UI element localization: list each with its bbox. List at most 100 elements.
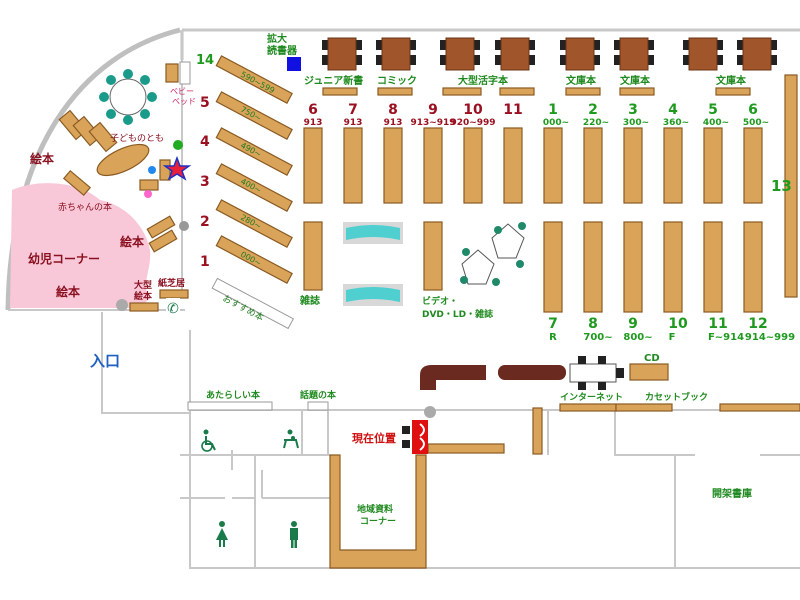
ehon-top-label: 絵本 — [30, 151, 54, 166]
bunko3-label: 文庫本 — [716, 74, 747, 87]
woman-restroom-icon — [216, 521, 228, 547]
reader-label-1: 拡大 — [267, 32, 287, 45]
local-materials-label-1: 地域資料 — [357, 503, 393, 515]
green-num-5: 5 — [708, 102, 718, 118]
service-counter — [420, 365, 486, 390]
outer-walls — [5, 27, 800, 569]
reader-label-2: 読書器 — [267, 44, 298, 57]
green-range-6: 500~ — [743, 118, 769, 128]
green-range-3: 300~ — [623, 118, 649, 128]
green-range-2: 220~ — [583, 118, 609, 128]
phone-icon — [166, 298, 180, 316]
diag-num-2: 2 — [200, 214, 210, 230]
red-num-6: 6 — [308, 102, 318, 118]
red-num-10: 10 — [463, 102, 483, 118]
star-icon — [162, 155, 192, 181]
diag-num-3: 3 — [200, 174, 210, 190]
service-counter-2 — [498, 365, 566, 380]
section-top-shelves — [322, 87, 751, 96]
green-dot — [173, 140, 183, 150]
bunko2-label: 文庫本 — [620, 74, 651, 87]
green-range-4: 360~ — [663, 118, 689, 128]
bottom-shelves — [187, 401, 800, 569]
ehon-mid-label: 絵本 — [120, 234, 144, 249]
reading-tables — [322, 37, 777, 71]
cassette-label: カセットブック — [645, 391, 708, 403]
bottom-num-11: 11 — [708, 316, 727, 332]
youji-label: 幼児コーナー — [28, 251, 100, 266]
oogata-ehon-label-2: 絵本 — [134, 290, 153, 302]
av-booths — [460, 222, 526, 286]
diag-num-5: 5 — [200, 95, 210, 111]
green-num-4: 4 — [668, 102, 678, 118]
kodomonotomo-label: 子どものとも — [110, 133, 164, 144]
green-range-5: 400~ — [703, 118, 729, 128]
red-range-8: 913 — [384, 118, 403, 128]
bottom-num-12: 12 — [748, 316, 767, 332]
bottom-num-10: 10 — [668, 316, 688, 332]
bottom-range-10: F — [669, 332, 676, 343]
pillar-dot-3 — [424, 406, 436, 418]
oogata-ehon-label-1: 大型 — [134, 279, 152, 291]
svg-text:✆: ✆ — [167, 301, 179, 317]
baby-bed-label-2: ベッド — [172, 97, 196, 106]
topical-books-label: 話題の本 — [300, 389, 337, 401]
bottom-num-9: 9 — [628, 316, 638, 332]
shelf-13-label: 13 — [771, 177, 792, 195]
blue-dot — [148, 166, 156, 174]
closed-stacks-label: 開架書庫 — [712, 487, 752, 500]
red-range-6: 913 — [304, 118, 323, 128]
magnifier-reader — [287, 57, 301, 71]
bottom-range-11: F~914 — [708, 332, 744, 343]
entrance-label: 入口 — [90, 352, 120, 370]
upper-vertical-shelves — [303, 74, 798, 298]
red-num-7: 7 — [348, 102, 358, 118]
red-range-9: 913~919 — [410, 118, 455, 128]
cd-label: CD — [644, 353, 660, 364]
bottom-num-7: 7 — [548, 316, 558, 332]
video-label-2: DVD・LD・雑誌 — [422, 308, 493, 320]
pillar-dot-2 — [116, 299, 128, 311]
diag-num-14: 14 — [196, 53, 214, 68]
magazine-label: 雑誌 — [299, 294, 320, 307]
kamishibai-label: 紙芝居 — [158, 277, 185, 289]
green-num-3: 3 — [628, 102, 638, 118]
pink-dot — [144, 190, 152, 198]
bunko1-label: 文庫本 — [566, 74, 597, 87]
pillar-dot — [179, 221, 189, 231]
baby-changing-icon — [283, 429, 299, 449]
bottom-range-9: 800~ — [623, 332, 652, 343]
new-books-label: あたらしい本 — [206, 389, 261, 401]
baby-bed-label-1: ベビー — [170, 87, 194, 96]
red-range-10: 920~999 — [450, 118, 495, 128]
cd-area — [569, 356, 669, 390]
current-position-label: 現在位置 — [352, 431, 396, 445]
green-num-6: 6 — [748, 102, 758, 118]
lower-vertical-shelves — [303, 221, 763, 313]
diagonal-shelves — [211, 55, 294, 330]
man-restroom-icon — [290, 521, 298, 548]
green-range-1: 000~ — [543, 118, 569, 128]
ehon-bottom-label: 絵本 — [56, 284, 80, 299]
diag-num-1: 1 — [200, 254, 210, 270]
large-print-label: 大型活字本 — [458, 74, 509, 87]
red-num-11: 11 — [503, 102, 522, 118]
round-table — [99, 69, 157, 125]
bottom-num-8: 8 — [588, 316, 598, 332]
bottom-range-7: R — [549, 332, 557, 343]
water-benches — [343, 222, 403, 306]
picture-book-carts — [58, 61, 191, 312]
bottom-range-8: 700~ — [583, 332, 612, 343]
red-num-8: 8 — [388, 102, 398, 118]
red-num-9: 9 — [428, 102, 438, 118]
bottom-range-12: 914~999 — [745, 332, 795, 343]
internet-label: インターネット — [560, 391, 623, 403]
wheelchair-icon — [201, 429, 216, 452]
green-num-1: 1 — [548, 102, 558, 118]
akachan-label: 赤ちゃんの本 — [58, 201, 112, 213]
green-num-2: 2 — [588, 102, 598, 118]
diag-num-4: 4 — [200, 134, 210, 150]
junior-label: ジュニア新書 — [304, 74, 363, 87]
